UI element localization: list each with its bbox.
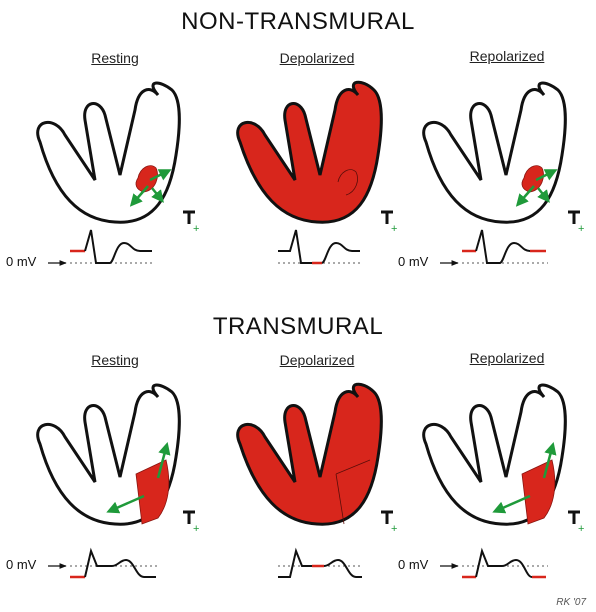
ventricle-depolarized bbox=[236, 80, 383, 224]
injury-current-arrow bbox=[537, 187, 550, 203]
panel-t-repolarized: + bbox=[422, 383, 584, 579]
ventricle-depolarized bbox=[236, 382, 383, 526]
zero-mv-label-t-resting: 0 mV bbox=[6, 557, 37, 572]
electrode-icon: + bbox=[381, 210, 397, 235]
ecg-trace bbox=[48, 547, 160, 579]
svg-text:+: + bbox=[193, 223, 199, 235]
injury-current-arrow bbox=[535, 169, 558, 182]
transmural-injury bbox=[521, 459, 556, 525]
electrode-icon: + bbox=[568, 210, 584, 235]
injury-current-arrow bbox=[156, 441, 171, 479]
ecg-trace bbox=[48, 229, 155, 266]
transmural-injury bbox=[135, 459, 170, 525]
injury-current-arrow bbox=[151, 187, 164, 203]
author-signature: RK '07 bbox=[556, 597, 586, 608]
label-nt-resting: Resting bbox=[91, 50, 139, 66]
injury-border bbox=[335, 459, 371, 525]
subendocardial-injury bbox=[135, 165, 158, 193]
title-transmural: TRANSMURAL bbox=[212, 313, 384, 340]
panel-nt-repolarized: + bbox=[422, 81, 584, 266]
injury-border bbox=[337, 169, 358, 196]
injury-current-arrow bbox=[515, 185, 535, 207]
ecg-trace bbox=[278, 547, 362, 578]
title-non-transmural: NON-TRANSMURAL bbox=[181, 8, 415, 35]
ecg-trace bbox=[440, 547, 548, 579]
panel-nt-depolarized: + bbox=[236, 80, 397, 265]
injury-current-arrow bbox=[106, 494, 145, 514]
electrode-icon: + bbox=[183, 510, 199, 535]
electrode-icon: + bbox=[183, 210, 199, 235]
svg-text:+: + bbox=[193, 523, 199, 535]
zero-mv-label-nt-repolarized: 0 mV bbox=[398, 254, 429, 269]
ecg-trace bbox=[440, 229, 548, 266]
electrode-icon: + bbox=[568, 510, 584, 535]
injury-current-arrow bbox=[149, 169, 172, 182]
subendocardial-injury bbox=[521, 165, 544, 193]
panel-nt-resting: + bbox=[36, 81, 199, 266]
svg-text:+: + bbox=[578, 223, 584, 235]
electrode-icon: + bbox=[381, 510, 397, 535]
ventricle-outline bbox=[422, 81, 567, 224]
ventricle-outline bbox=[36, 81, 181, 224]
panel-t-resting: + bbox=[36, 383, 199, 579]
injury-current-arrow bbox=[542, 441, 557, 479]
injury-current-arrow bbox=[492, 494, 531, 514]
svg-text:+: + bbox=[578, 523, 584, 535]
ecg-trace bbox=[278, 229, 360, 265]
label-nt-repolarized: Repolarized bbox=[469, 48, 545, 64]
zero-mv-label-t-repolarized: 0 mV bbox=[398, 557, 429, 572]
svg-text:+: + bbox=[391, 223, 397, 235]
label-t-depolarized: Depolarized bbox=[279, 352, 355, 368]
injury-current-arrow bbox=[129, 185, 149, 207]
label-t-repolarized: Repolarized bbox=[469, 350, 545, 366]
svg-text:+: + bbox=[391, 523, 397, 535]
label-t-resting: Resting bbox=[91, 352, 139, 368]
panel-t-depolarized: + bbox=[236, 382, 397, 578]
zero-mv-label-nt-resting: 0 mV bbox=[6, 254, 37, 269]
label-nt-depolarized: Depolarized bbox=[279, 50, 355, 66]
